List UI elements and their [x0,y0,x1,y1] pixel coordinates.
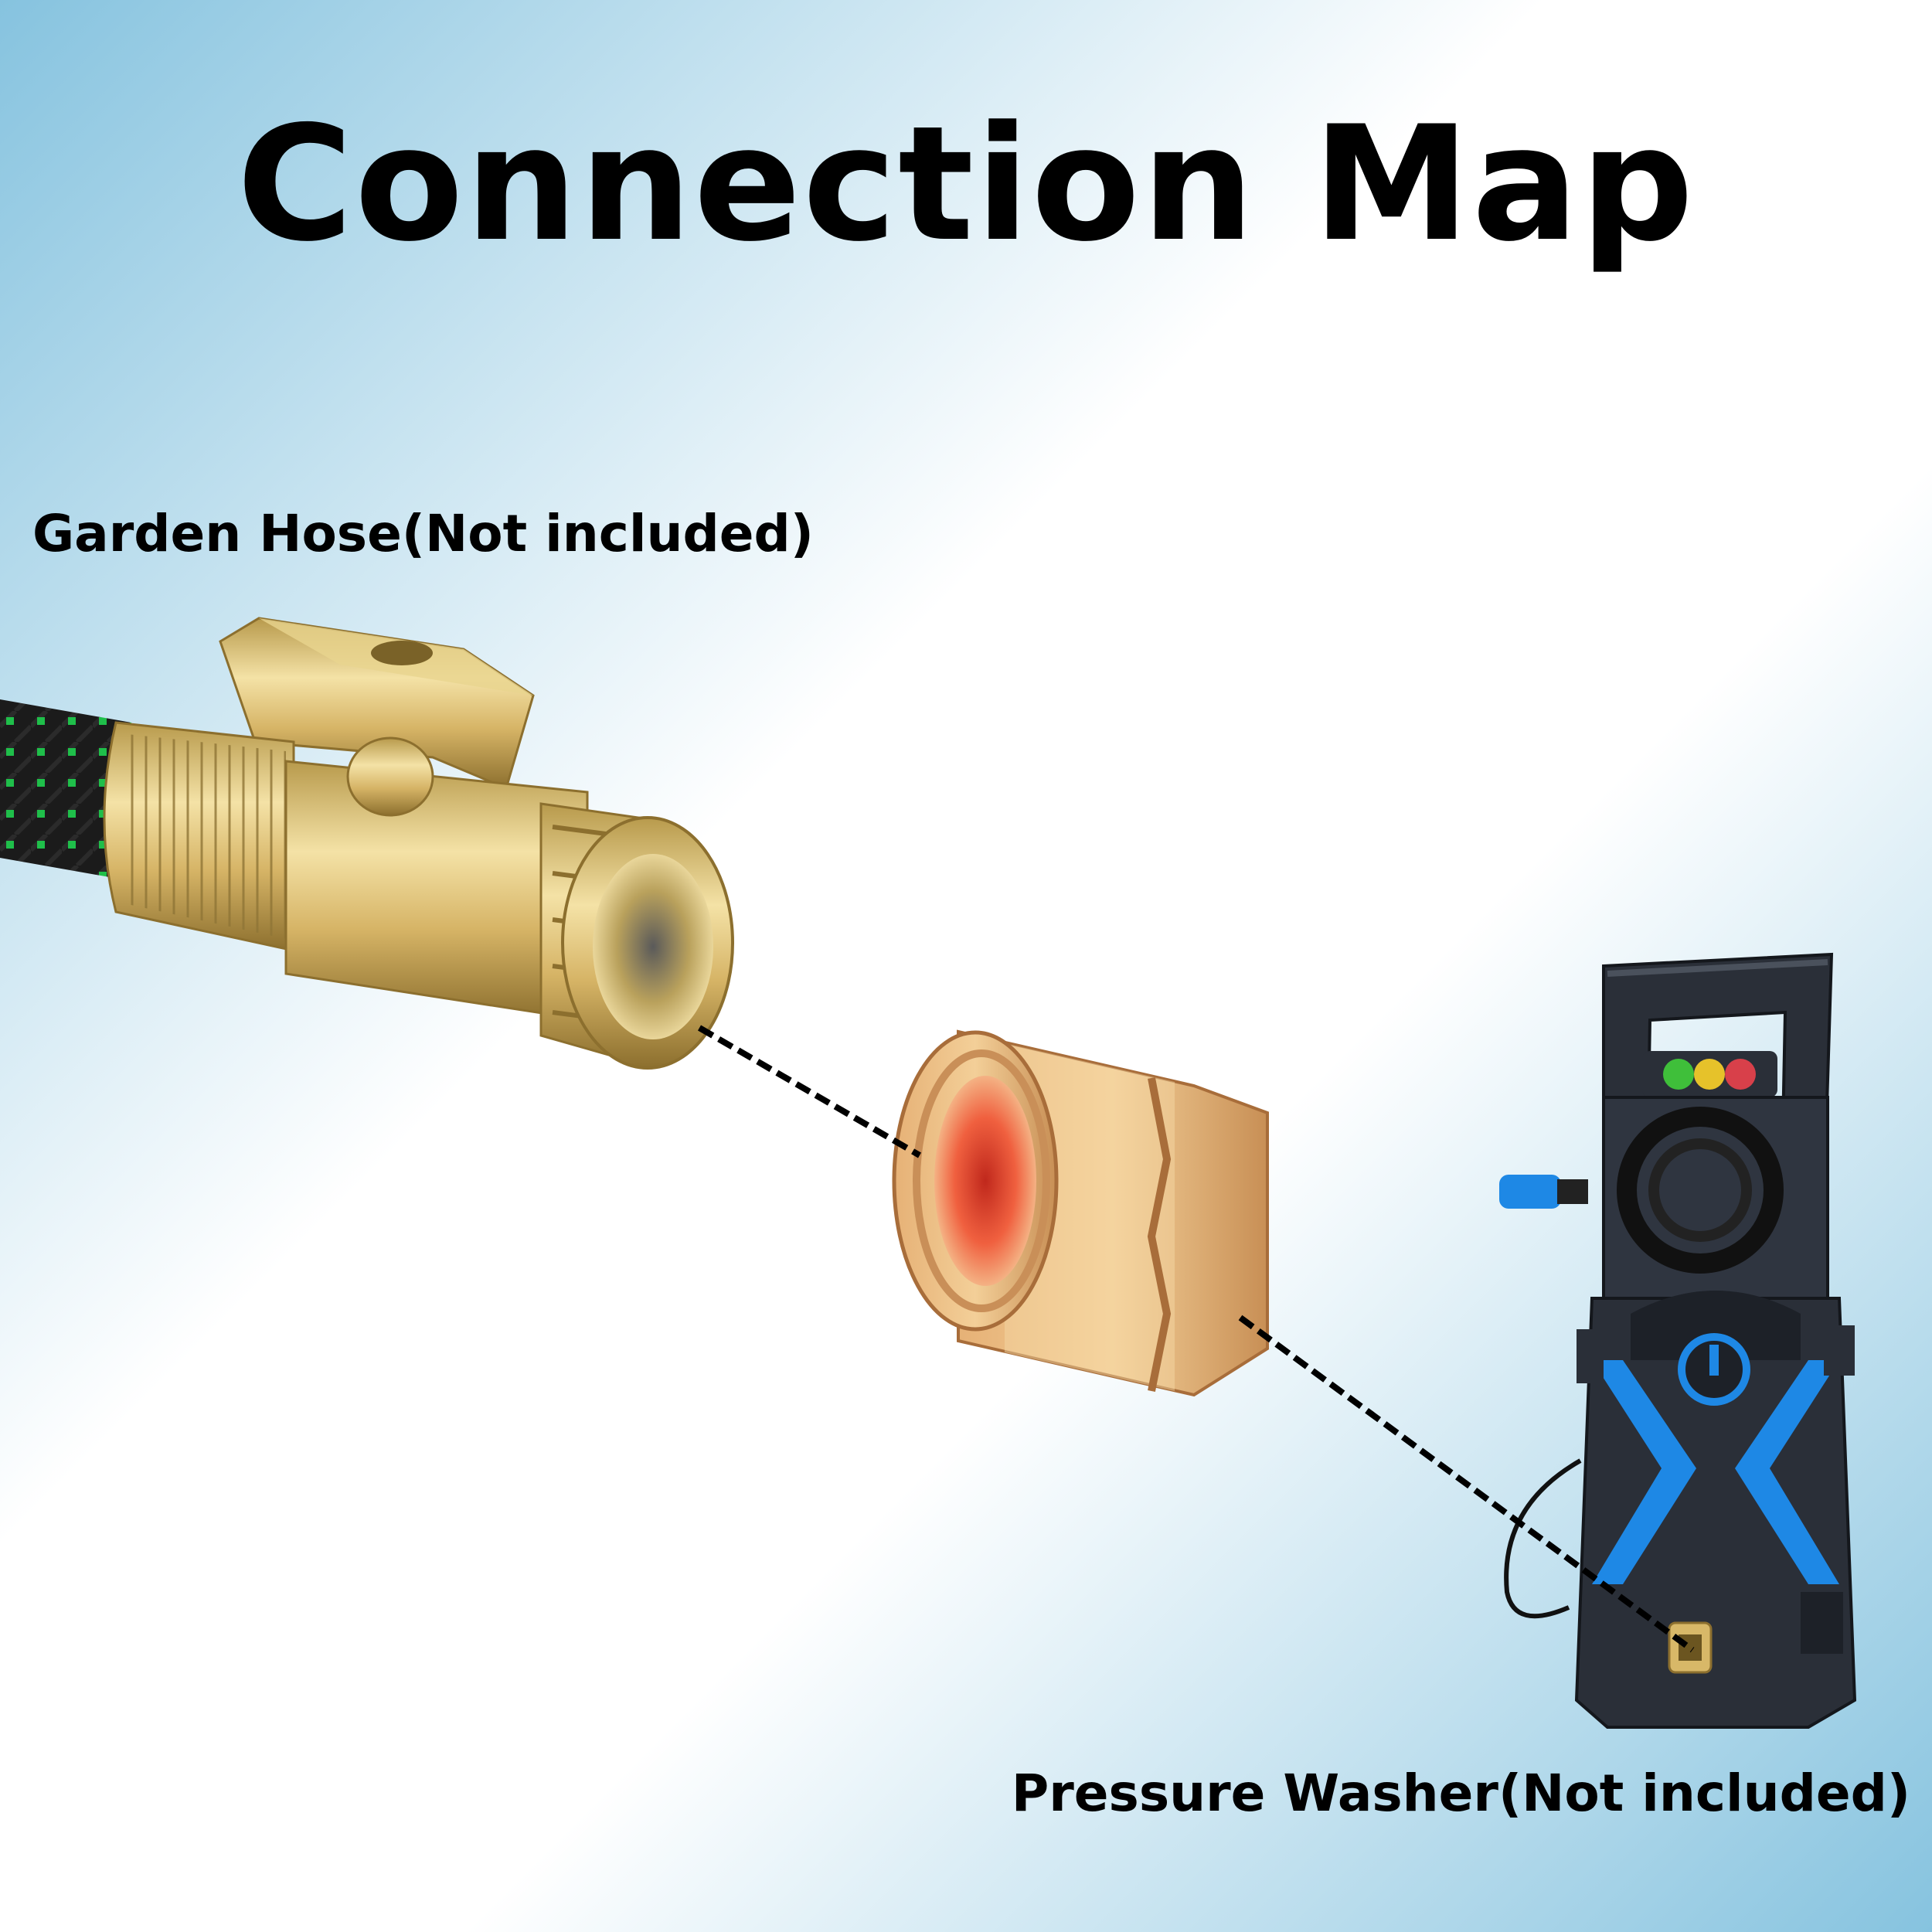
pressure-washer-unit [1499,952,1857,1729]
nozzle-green [1663,1059,1694,1090]
pressure-washer-label: Pressure Washer(Not included) [1011,1764,1910,1823]
connector-line-hose-to-adapter [697,1025,922,1158]
power-cord [1504,1458,1582,1619]
brass-adapter [892,1029,1269,1397]
hose-reel [1617,1107,1784,1274]
garden-hose-label: Garden Hose(Not included) [32,504,814,563]
nozzle-red [1725,1059,1756,1090]
connector-line-adapter-to-washer [1238,1315,1695,1653]
blue-trim-left [1592,1360,1696,1584]
hose-braid [0,699,131,881]
garden-hose-valve [0,617,734,1070]
lever-pivot [346,736,434,817]
blue-trim-right [1735,1360,1839,1584]
page-title: Connection Map [236,93,1696,277]
reel-crank-grip [1499,1175,1561,1209]
lever-screw-hole [371,641,433,665]
nozzle-yellow [1694,1059,1725,1090]
